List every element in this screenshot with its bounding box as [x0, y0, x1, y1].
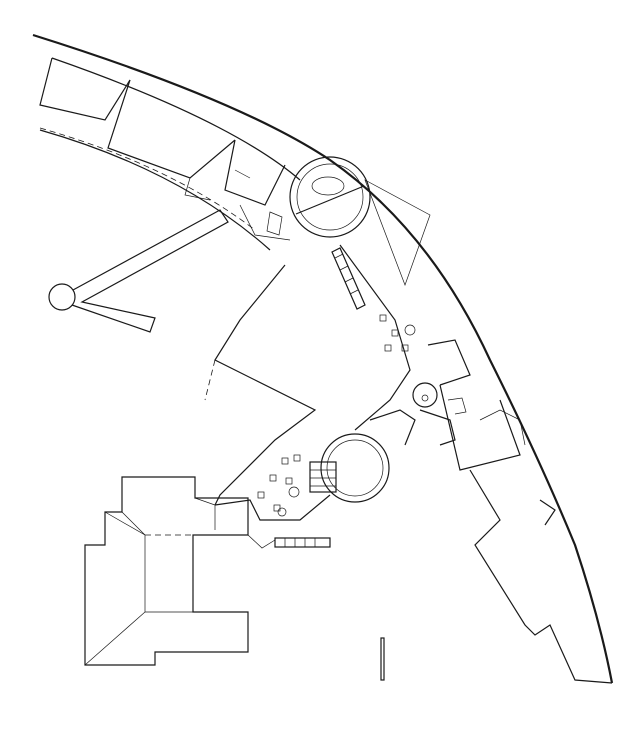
- outer-curved-wall: [32, 33, 614, 684]
- tail-notch: [539, 499, 556, 526]
- central-hall-wall: [214, 264, 317, 506]
- tower-wedge: [364, 179, 431, 287]
- stair-upper: [331, 247, 366, 310]
- round-tower-inner: [296, 163, 364, 231]
- east-rooms: [369, 339, 526, 471]
- stair-south: [274, 537, 331, 548]
- stair-lower: [309, 461, 337, 493]
- lower-round-room-inner: [326, 439, 384, 497]
- small-round-pavilion: [48, 283, 76, 311]
- south-tail-wall: [469, 469, 613, 684]
- dashed-overhang: [39, 127, 256, 231]
- existing-building: [84, 476, 276, 666]
- cafe-tables: [257, 314, 416, 517]
- tower-table: [311, 176, 345, 196]
- round-tower-outer: [289, 156, 371, 238]
- upper-rooms: [39, 57, 291, 241]
- hall-dashed-edge: [204, 359, 216, 401]
- cafe-wall: [214, 494, 331, 521]
- lower-round-room: [320, 433, 390, 503]
- bridge-arm: [71, 209, 229, 333]
- inner-curved-wall: [51, 57, 301, 181]
- east-wing-wall: [339, 244, 411, 431]
- tower-divider: [295, 185, 365, 215]
- scale-bar: [380, 637, 385, 681]
- corridor-wall: [39, 129, 271, 251]
